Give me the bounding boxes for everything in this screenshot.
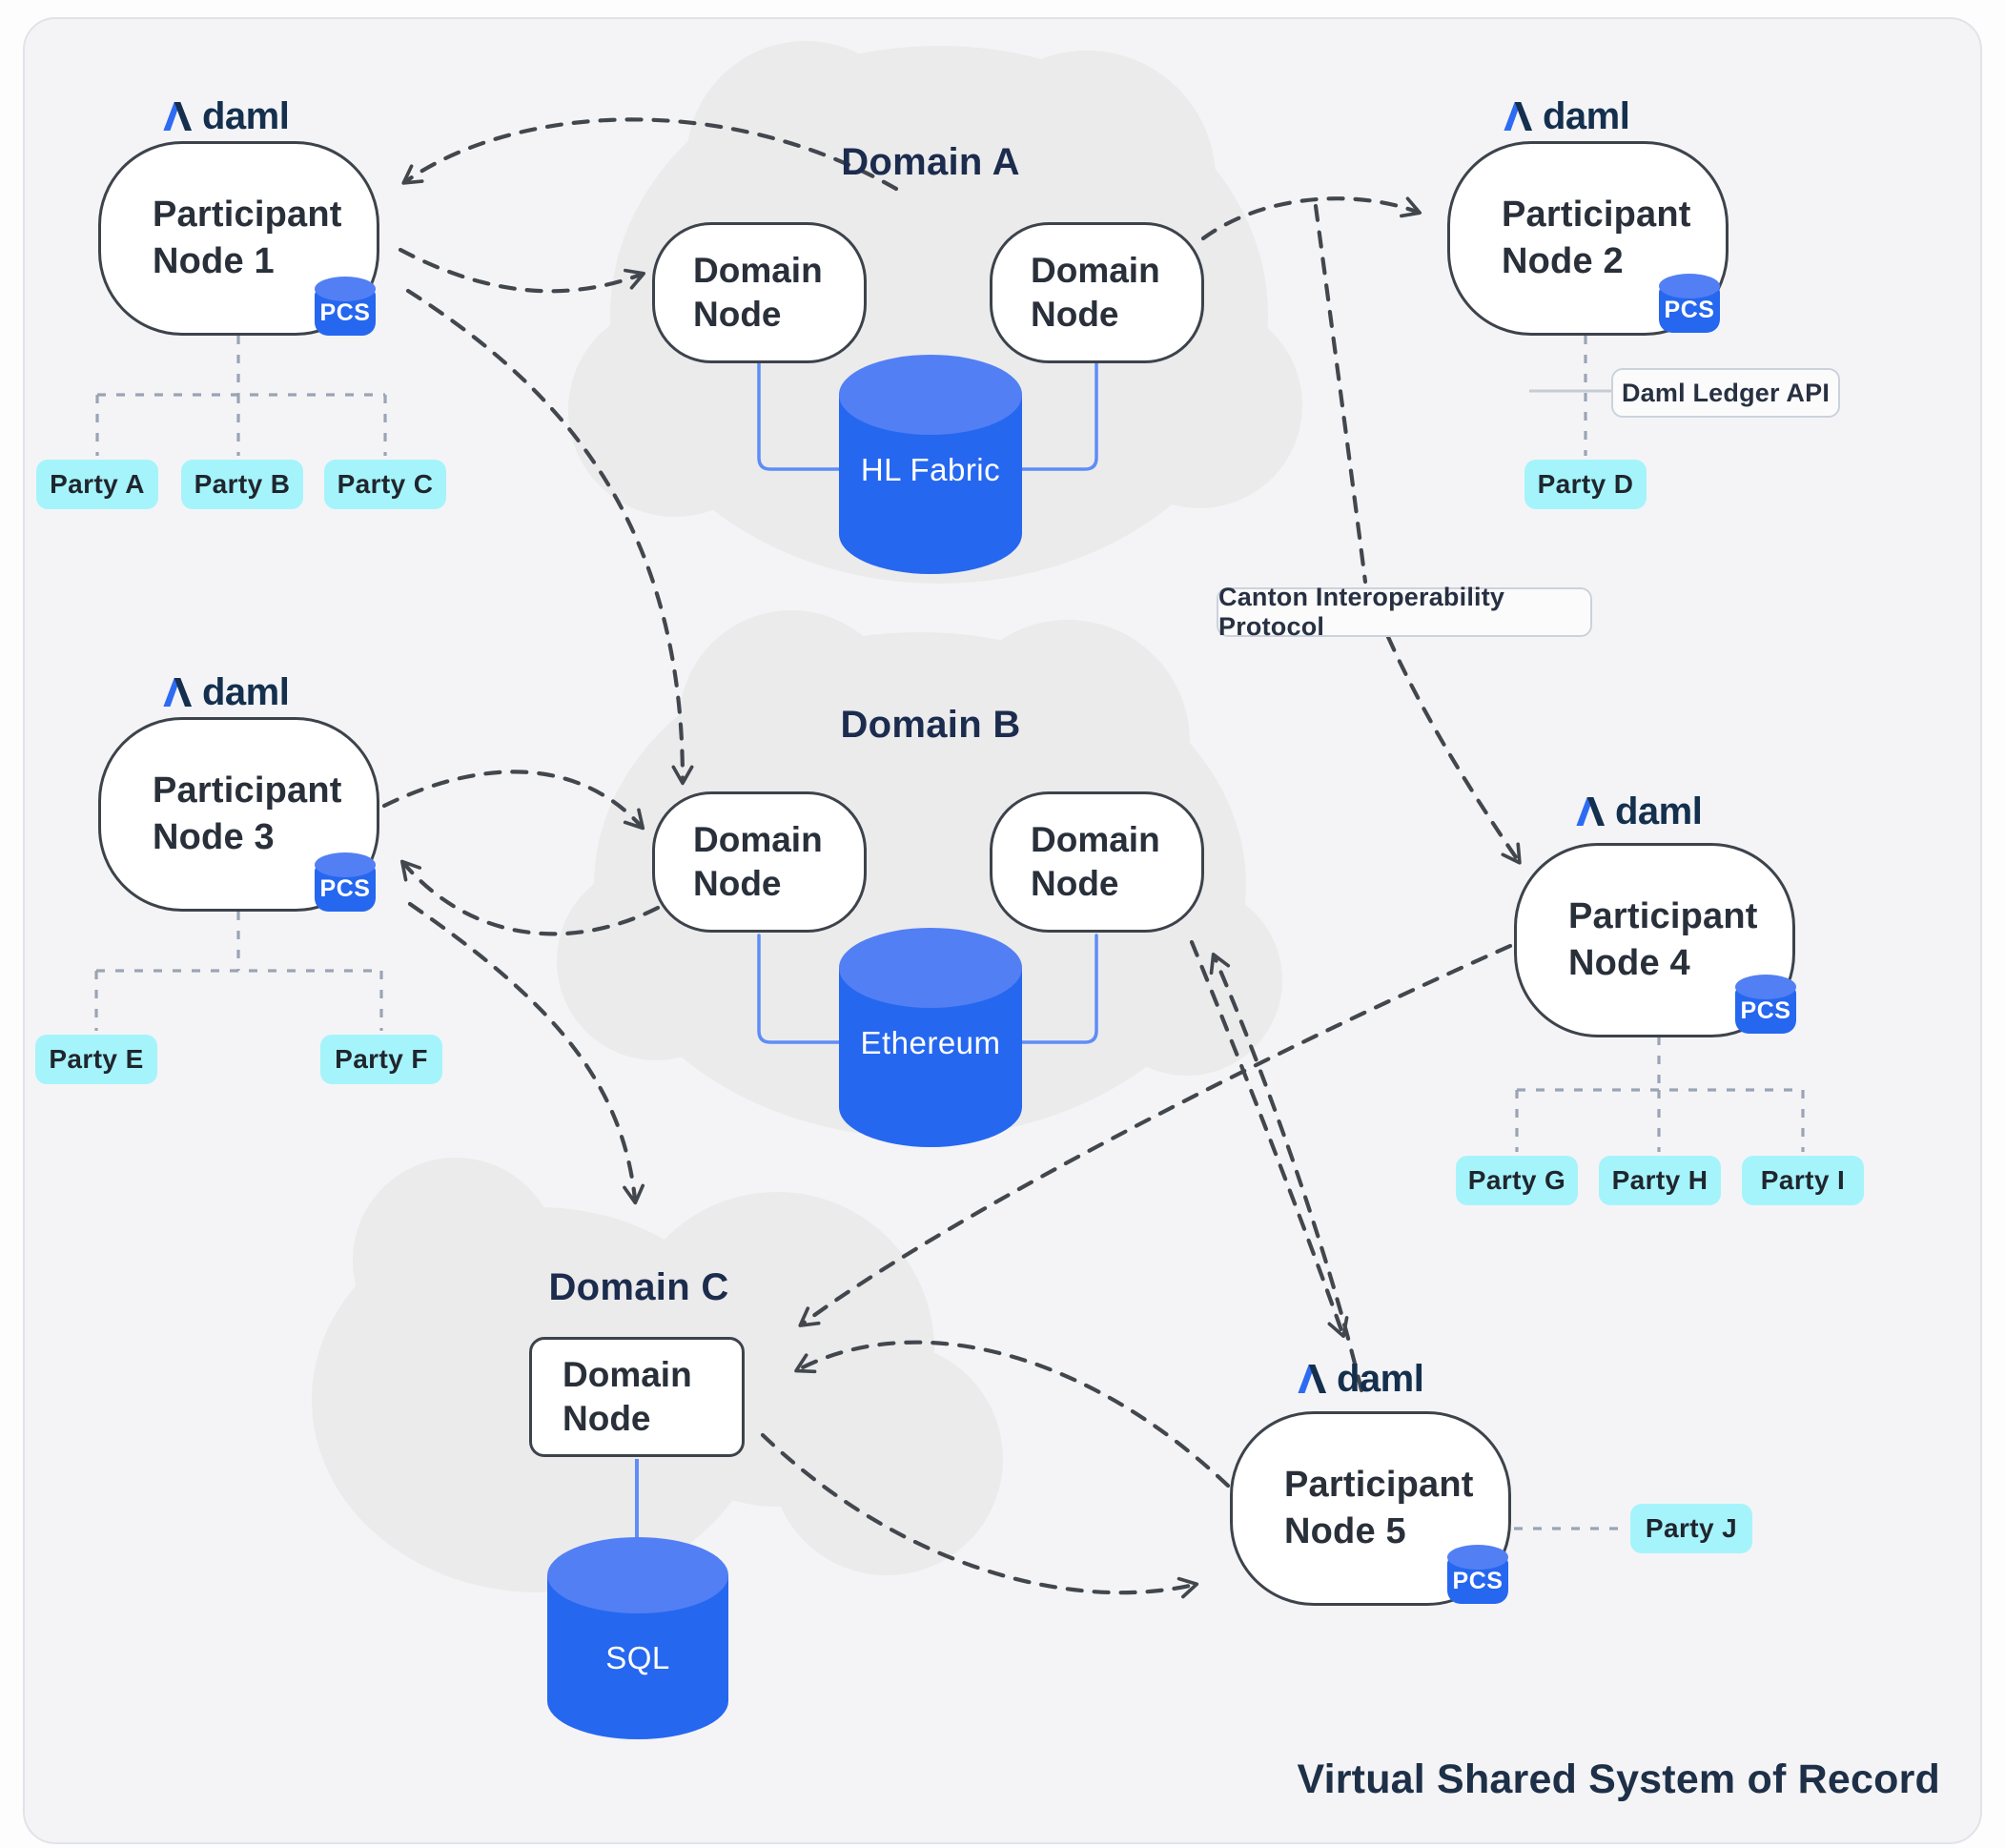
pcs-cylinder-badge-node3: PCS xyxy=(315,852,376,912)
party-chip-j: Party J xyxy=(1630,1504,1752,1553)
party-chip-d: Party D xyxy=(1524,460,1647,509)
domain-b-node-1: Domain Node xyxy=(652,791,867,933)
daml-caret-icon xyxy=(163,101,193,132)
arrow-node3-to-domain-b xyxy=(381,770,645,831)
pcs-cylinder-top xyxy=(1659,274,1720,298)
arrow-domain-b-to-node3 xyxy=(399,859,661,936)
party-chip-b: Party B xyxy=(181,460,303,509)
daml-logo-node3: daml xyxy=(162,671,290,713)
party-connector-node3 xyxy=(94,912,383,1031)
pcs-cylinder-top xyxy=(1447,1545,1508,1570)
arrow-domain-a-to-node2 xyxy=(1200,196,1422,241)
domain-a-node-1: Domain Node xyxy=(652,222,867,363)
domain-a-node-2: Domain Node xyxy=(990,222,1204,363)
party-chip-h: Party H xyxy=(1599,1156,1721,1205)
pcs-cylinder-top xyxy=(1735,975,1796,999)
pcs-cylinder-top xyxy=(315,852,376,877)
party-chip-a: Party A xyxy=(36,460,158,509)
daml-caret-icon xyxy=(1576,796,1606,827)
pcs-cylinder-badge-node4: PCS xyxy=(1735,975,1796,1034)
domain-a-ledger-connectors xyxy=(757,361,1098,471)
hl-fabric-cylinder xyxy=(839,355,1022,574)
arrow-domain-a-to-node1 xyxy=(401,117,899,192)
arrow-node1-to-domain-b xyxy=(405,288,694,786)
ethereum-cylinder xyxy=(839,928,1022,1147)
participant-node-3: Participant Node 3 xyxy=(98,717,379,912)
footer-caption: Virtual Shared System of Record xyxy=(1297,1756,1940,1802)
arrow-canton-protocol-to-node4 xyxy=(1385,634,1522,865)
domain-c-title: Domain C xyxy=(548,1266,729,1308)
arrow-node3-to-domain-c xyxy=(407,901,645,1205)
pcs-cylinder-badge-node5: PCS xyxy=(1447,1545,1508,1604)
daml-logo-node2: daml xyxy=(1503,95,1630,137)
sql-label: SQL xyxy=(605,1640,670,1675)
daml-caret-icon xyxy=(1504,101,1533,132)
daml-logo-node4: daml xyxy=(1575,791,1703,832)
daml-caret-icon xyxy=(1298,1364,1327,1394)
party-chip-c: Party C xyxy=(324,460,446,509)
party-chip-e: Party E xyxy=(35,1035,157,1084)
ethereum-label: Ethereum xyxy=(860,1025,1001,1060)
hl-fabric-label: HL Fabric xyxy=(860,452,1001,487)
arrow-canton-protocol-upper xyxy=(1313,203,1368,585)
pcs-cylinder-badge-node1: PCS xyxy=(315,277,376,336)
domain-a-title: Domain A xyxy=(841,141,1020,183)
pcs-cylinder-top xyxy=(315,277,376,301)
arrow-domain-b-to-node5 xyxy=(1189,939,1349,1339)
daml-logo-node5: daml xyxy=(1297,1358,1424,1400)
party-chip-i: Party I xyxy=(1742,1156,1864,1205)
arrow-node1-to-domain-a xyxy=(398,247,646,294)
arrow-domain-c-to-node5 xyxy=(760,1432,1199,1599)
daml-logo-node1: daml xyxy=(162,95,290,137)
domain-b-ledger-connectors xyxy=(757,934,1098,1044)
party-chip-f: Party F xyxy=(320,1035,442,1084)
domain-b-title: Domain B xyxy=(840,704,1021,746)
party-connector-node1 xyxy=(95,336,387,456)
daml-ledger-api-label: Daml Ledger API xyxy=(1611,368,1840,418)
party-chip-g: Party G xyxy=(1456,1156,1578,1205)
canton-protocol-label: Canton Interoperability Protocol xyxy=(1217,583,1592,641)
pcs-cylinder-badge-node2: PCS xyxy=(1659,274,1720,333)
party-connector-node4 xyxy=(1515,1037,1805,1152)
domain-b-node-2: Domain Node xyxy=(990,791,1204,933)
domain-c-node-1: Domain Node xyxy=(529,1337,745,1457)
daml-caret-icon xyxy=(163,677,193,708)
sql-cylinder xyxy=(547,1537,728,1739)
